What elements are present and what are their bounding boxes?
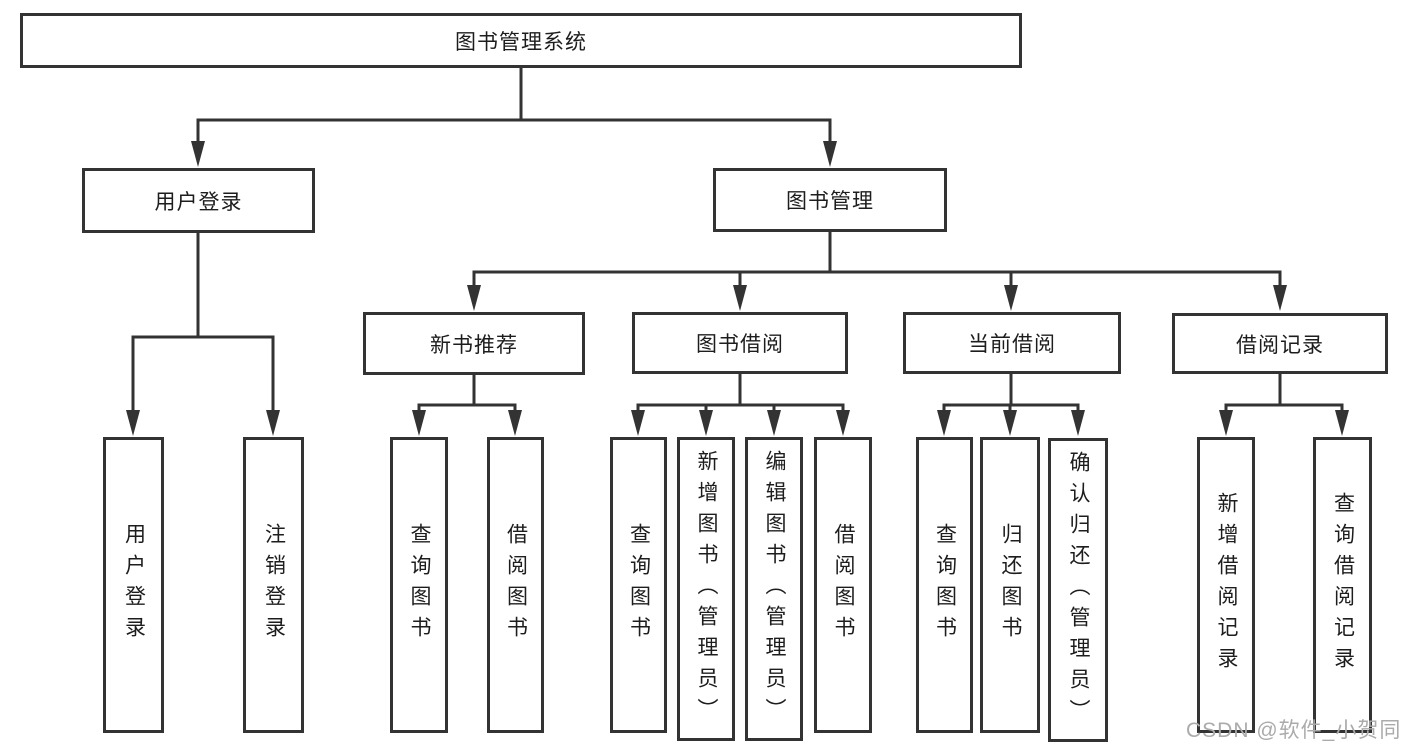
node-label: 当前借阅 (968, 333, 1056, 356)
arrowhead (937, 410, 951, 436)
arrowhead (1335, 410, 1349, 436)
leaf-return-books: 归还图书 (980, 437, 1040, 733)
node-label: 查询图书 (408, 523, 431, 647)
node-book-management: 图书管理 (713, 168, 947, 232)
node-current-borrowing: 当前借阅 (903, 312, 1121, 374)
arrowhead (1071, 410, 1085, 436)
csdn-watermark: CSDN @软件_小贺同学 (1186, 719, 1402, 742)
node-book-borrowing: 图书借阅 (632, 312, 848, 374)
arrowhead (467, 285, 481, 311)
leaf-add-books-admin: 新增图书（管理员） (677, 437, 735, 741)
leaf-edit-books-admin: 编辑图书（管理员） (745, 437, 803, 741)
arrowhead (412, 410, 426, 436)
node-label: 查询借阅记录 (1331, 492, 1355, 678)
arrowhead (836, 410, 850, 436)
leaf-confirm-return-admin: 确认归还（管理员） (1048, 438, 1108, 742)
leaf-borrow-books-recommend: 借阅图书 (487, 437, 544, 733)
node-label: 用户登录 (122, 523, 146, 647)
arrowhead (126, 410, 140, 436)
node-label: 确认归还（管理员） (1067, 450, 1090, 730)
leaf-borrow-books: 借阅图书 (814, 437, 872, 733)
node-label: 新书推荐 (430, 333, 518, 357)
leaf-query-books-borrowing: 查询图书 (610, 437, 667, 733)
node-label: 查询图书 (933, 523, 957, 647)
node-label: 图书管理系统 (455, 30, 587, 54)
leaf-query-books-recommend: 查询图书 (390, 437, 448, 733)
leaf-query-books-current: 查询图书 (916, 437, 973, 733)
node-library-management-system: 图书管理系统 (20, 13, 1022, 68)
arrowhead (699, 410, 713, 436)
node-label: 查询图书 (627, 523, 651, 647)
arrowhead (1003, 410, 1017, 436)
arrowhead (1219, 410, 1233, 436)
node-borrowing-records: 借阅记录 (1172, 313, 1388, 374)
leaf-user-login: 用户登录 (103, 437, 164, 733)
arrowhead (631, 410, 645, 436)
node-label: 借阅图书 (832, 523, 855, 647)
arrowhead (1273, 285, 1287, 311)
leaf-logout: 注销登录 (243, 437, 304, 733)
node-label: 借阅图书 (504, 523, 528, 647)
arrowhead (767, 410, 781, 436)
node-label: 图书管理 (786, 190, 874, 213)
arrowhead (191, 141, 205, 167)
arrowhead (823, 141, 837, 167)
arrowhead (733, 285, 747, 311)
node-user-login-branch: 用户登录 (82, 168, 315, 233)
node-label: 注销登录 (262, 523, 286, 647)
node-label: 新增借阅记录 (1215, 492, 1238, 678)
arrowhead (508, 410, 522, 436)
node-label: 归还图书 (999, 523, 1022, 647)
node-new-book-recommendation: 新书推荐 (363, 312, 585, 375)
node-label: 编辑图书（管理员） (763, 449, 786, 729)
leaf-query-borrow-record: 查询借阅记录 (1313, 437, 1372, 733)
node-label: 借阅记录 (1236, 333, 1324, 357)
node-label: 图书借阅 (696, 333, 784, 356)
arrowhead (266, 410, 280, 436)
leaf-add-borrow-record: 新增借阅记录 (1197, 437, 1255, 733)
node-label: 用户登录 (154, 190, 243, 214)
arrowhead (1004, 285, 1018, 311)
node-label: 新增图书（管理员） (695, 449, 718, 729)
